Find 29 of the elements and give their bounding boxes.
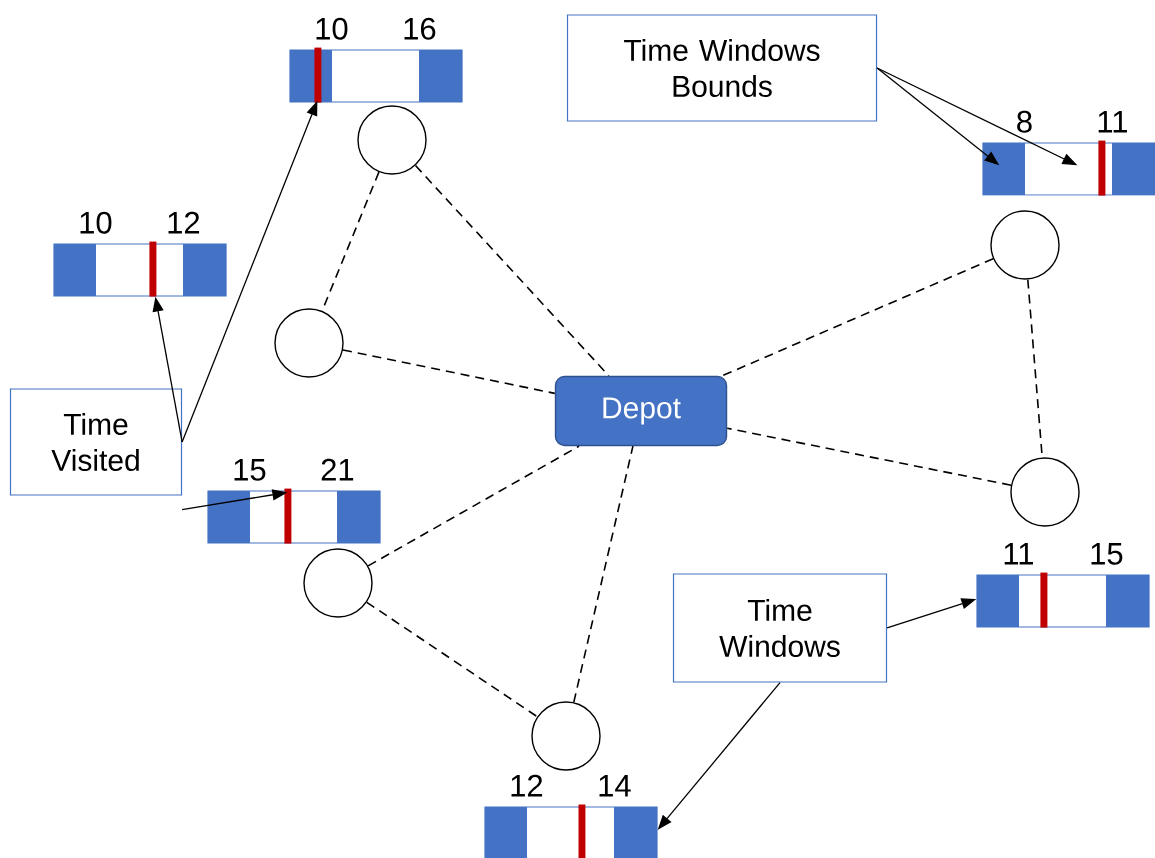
bound-number: 12 [168, 211, 200, 234]
callout-box: Time Windows Bounds [566, 14, 878, 122]
circle-node [357, 105, 427, 175]
circle-node [1010, 457, 1080, 527]
bound-number: 12 [511, 774, 543, 797]
bound-number: 16 [404, 17, 436, 40]
bound-number: 10 [80, 211, 112, 234]
depot-box: Depot [554, 375, 728, 447]
dashed-line [342, 349, 556, 395]
bound-number: 15 [234, 459, 266, 481]
bound-number: 15 [1091, 543, 1123, 565]
circle-node [531, 701, 601, 771]
circle-node [303, 548, 373, 618]
bound-number: 10 [316, 17, 348, 40]
circle-node [990, 210, 1060, 280]
circle-node [274, 308, 344, 378]
dashed-line [414, 164, 610, 377]
dashed-line [726, 427, 1012, 486]
callout-box: Time Visited [9, 388, 183, 496]
callout-box: Time Windows [672, 573, 888, 683]
bound-number: 21 [321, 458, 354, 481]
bound-number: 11 [1098, 111, 1127, 133]
bound-number: 8 [1017, 110, 1032, 133]
dashed-line [573, 445, 634, 703]
dashed-line [721, 257, 994, 377]
dashed-line [367, 445, 580, 567]
bound-number: 11 [1004, 543, 1033, 565]
dashed-line [366, 601, 538, 718]
bound-number: 14 [599, 775, 631, 797]
